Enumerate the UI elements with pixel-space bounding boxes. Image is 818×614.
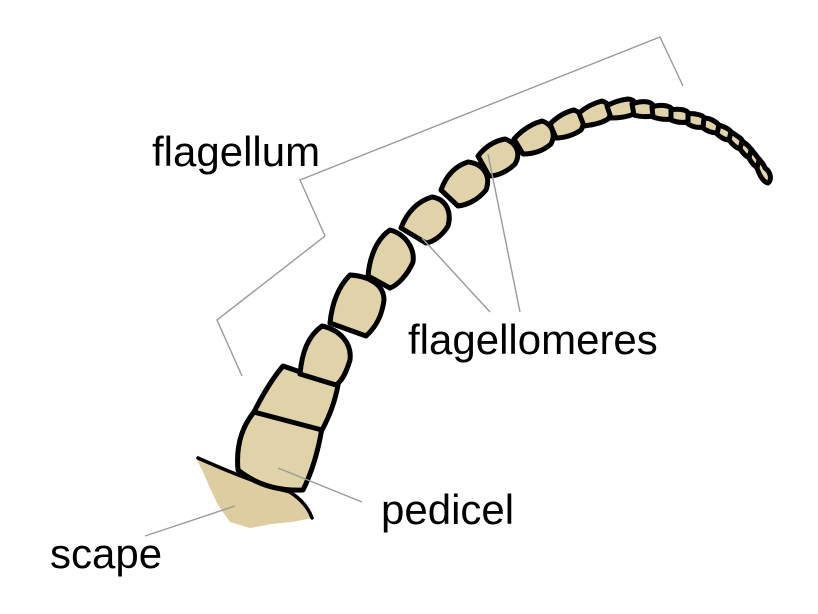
flagellomere <box>365 227 416 291</box>
pedicel-segment <box>235 409 325 493</box>
pedicel-leader-line <box>277 467 363 503</box>
flagellum-label: flagellum <box>152 128 320 175</box>
flagellomere <box>251 363 341 433</box>
scape-leader-line <box>144 505 236 537</box>
flagellomeres-label: flagellomeres <box>408 316 658 363</box>
pedicel-label: pedicel <box>381 486 514 533</box>
flagellomere-tip <box>754 157 773 186</box>
flagellomeres-group <box>251 96 773 433</box>
flagellomere <box>438 159 491 209</box>
flagellomere <box>297 323 353 388</box>
flagellomere <box>398 194 452 246</box>
flagellomeres-leader-line <box>421 153 521 313</box>
flagellomere <box>327 272 387 339</box>
scape-label: scape <box>50 530 162 577</box>
flagellum-bracket <box>216 36 684 377</box>
flagellomere <box>475 136 521 179</box>
flagellomere <box>511 118 556 157</box>
scape-shape <box>196 458 312 528</box>
